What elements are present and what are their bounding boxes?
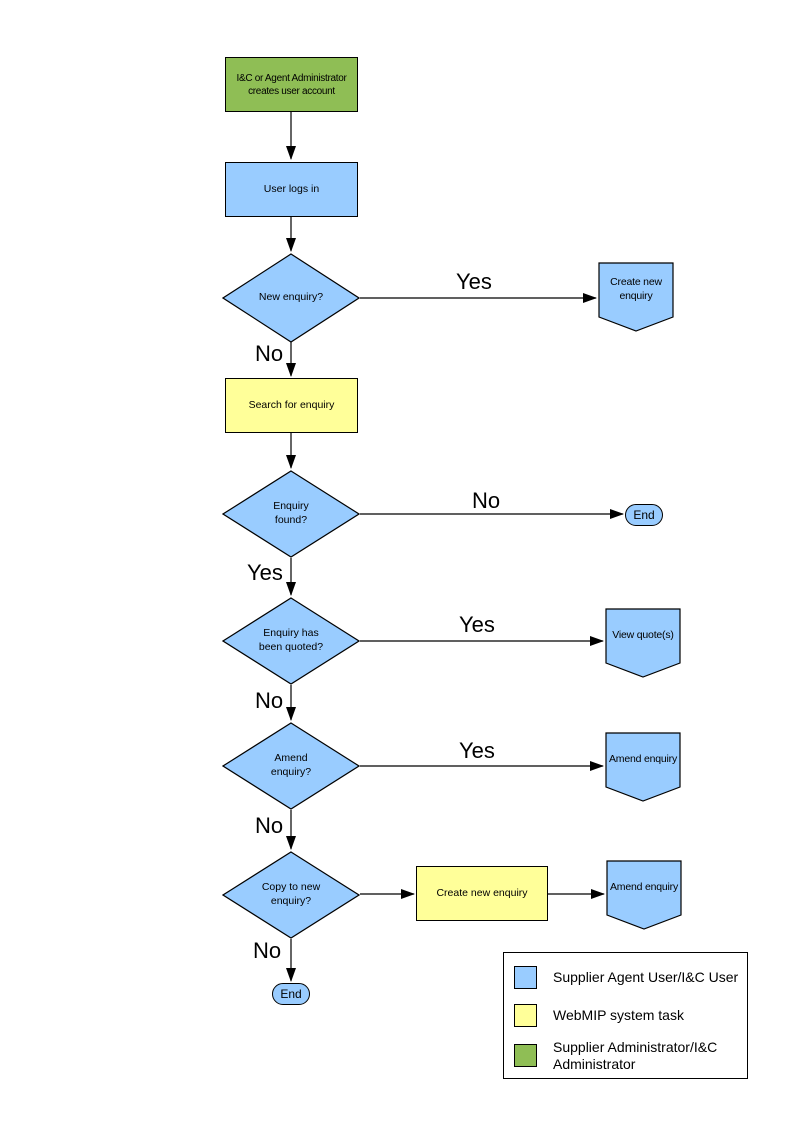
decision-enquiry-found: Enquiry found?	[222, 470, 360, 558]
decision-label: Enquiry found?	[273, 500, 309, 526]
legend-item-admin: Supplier Administrator/I&C Administrator	[514, 1039, 717, 1073]
edge-label-no-new-enquiry: No	[255, 341, 284, 366]
edge-label-yes-enquiry-found: Yes	[247, 560, 283, 585]
legend-label: WebMIP system task	[553, 1007, 684, 1024]
process-create-new-enquiry: Create new enquiry	[416, 866, 548, 921]
edge-label-no-enquiry-found: No	[472, 488, 501, 513]
legend: Supplier Agent User/I&C User WebMIP syst…	[503, 952, 748, 1079]
terminator-end-right: End	[625, 504, 663, 526]
decision-copy-to-new-enquiry: Copy to new enquiry?	[222, 851, 360, 939]
offpage-label: Amend enquiry	[608, 753, 678, 766]
diamond-shape	[222, 597, 360, 685]
legend-swatch-yellow	[514, 1004, 537, 1027]
legend-item-system: WebMIP system task	[514, 1004, 684, 1027]
pentagon-shape	[598, 262, 674, 332]
legend-item-user: Supplier Agent User/I&C User	[514, 966, 738, 989]
offpage-label: Amend enquiry	[609, 881, 679, 894]
edge-label-no-amend: No	[255, 813, 284, 838]
diamond-shape	[222, 851, 360, 939]
offpage-label: Create new enquiry	[610, 276, 662, 302]
legend-swatch-blue	[514, 966, 537, 989]
offpage-label: View quote(s)	[612, 629, 674, 642]
offpage-view-quotes: View quote(s)	[605, 608, 681, 678]
diamond-shape	[222, 470, 360, 558]
pentagon-shape	[606, 860, 682, 930]
process-user-logs-in: User logs in	[225, 162, 358, 217]
process-search-for-enquiry: Search for enquiry	[225, 378, 358, 433]
decision-label: New enquiry?	[258, 291, 324, 304]
offpage-amend-enquiry: Amend enquiry	[605, 732, 681, 802]
edge-label-yes-amend: Yes	[459, 738, 495, 763]
pentagon-shape	[605, 608, 681, 678]
edge-label-no-quoted: No	[255, 688, 284, 713]
terminator-end-bottom: End	[272, 983, 310, 1005]
legend-label: Supplier Agent User/I&C User	[553, 969, 739, 986]
decision-amend-enquiry: Amend enquiry?	[222, 722, 360, 810]
legend-label: Supplier Administrator/I&C Administrator	[553, 1039, 718, 1072]
edge-label-yes-quoted: Yes	[459, 612, 495, 637]
edge-label-yes-new-enquiry: Yes	[456, 269, 492, 294]
pentagon-shape	[605, 732, 681, 802]
decision-label: Amend enquiry?	[270, 752, 312, 778]
decision-enquiry-quoted: Enquiry has been quoted?	[222, 597, 360, 685]
edge-label-no-copy: No	[253, 938, 282, 963]
decision-new-enquiry: New enquiry?	[222, 253, 360, 343]
decision-label: Copy to new enquiry?	[261, 881, 321, 907]
process-create-user-account: I&C or Agent Administrator creates user …	[225, 57, 358, 112]
offpage-amend-enquiry-bottom: Amend enquiry	[606, 860, 682, 930]
diamond-shape	[222, 253, 360, 343]
diamond-shape	[222, 722, 360, 810]
decision-label: Enquiry has been quoted?	[258, 627, 324, 653]
offpage-create-new-enquiry: Create new enquiry	[598, 262, 674, 332]
legend-swatch-green	[514, 1044, 537, 1068]
